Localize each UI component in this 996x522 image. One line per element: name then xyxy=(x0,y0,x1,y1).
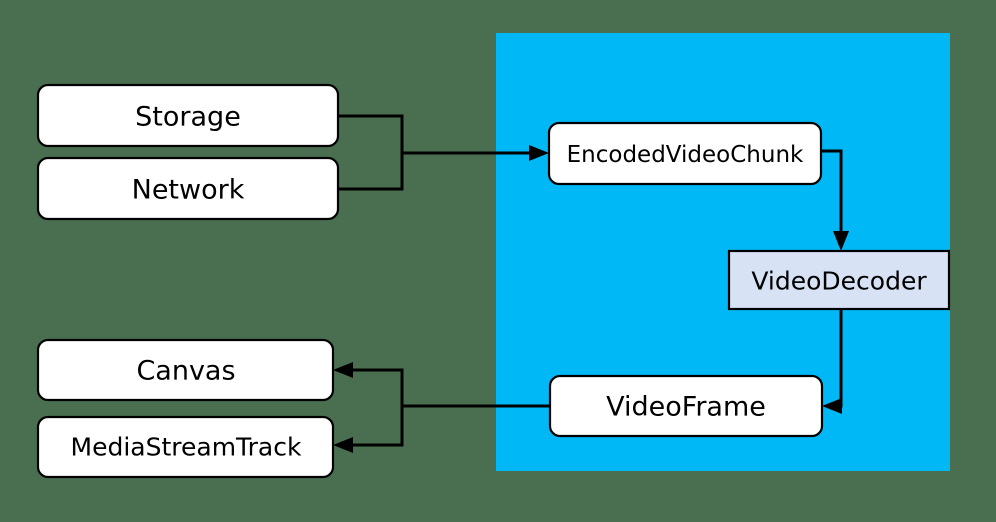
edge-merged-to-encoded-video-chunk xyxy=(402,145,549,161)
node-encoded-video-chunk[interactable]: EncodedVideoChunk xyxy=(547,121,823,186)
edge-storage-to-encoded-video-chunk xyxy=(338,114,404,153)
node-encoded-video-chunk-label: EncodedVideoChunk xyxy=(567,142,804,168)
node-canvas[interactable]: Canvas xyxy=(36,338,335,402)
node-video-frame-label: VideoFrame xyxy=(606,392,766,423)
node-network-label: Network xyxy=(132,175,245,206)
edge-encoded-video-chunk-to-video-decoder xyxy=(821,149,849,251)
node-video-frame[interactable]: VideoFrame xyxy=(548,374,824,438)
node-canvas-label: Canvas xyxy=(136,356,235,387)
node-network[interactable]: Network xyxy=(36,156,340,221)
node-storage-label: Storage xyxy=(135,102,241,133)
edge-video-frame-to-media-stream-track xyxy=(333,406,404,453)
node-media-stream-track-label: MediaStreamTrack xyxy=(71,433,302,462)
node-video-decoder[interactable]: VideoDecoder xyxy=(727,249,951,311)
edge-video-frame-to-canvas xyxy=(333,362,404,406)
edge-network-to-encoded-video-chunk xyxy=(338,153,404,191)
edge-video-decoder-to-video-frame xyxy=(822,309,843,414)
node-video-decoder-label: VideoDecoder xyxy=(751,267,927,296)
node-storage[interactable]: Storage xyxy=(36,83,340,148)
node-media-stream-track[interactable]: MediaStreamTrack xyxy=(36,415,335,479)
